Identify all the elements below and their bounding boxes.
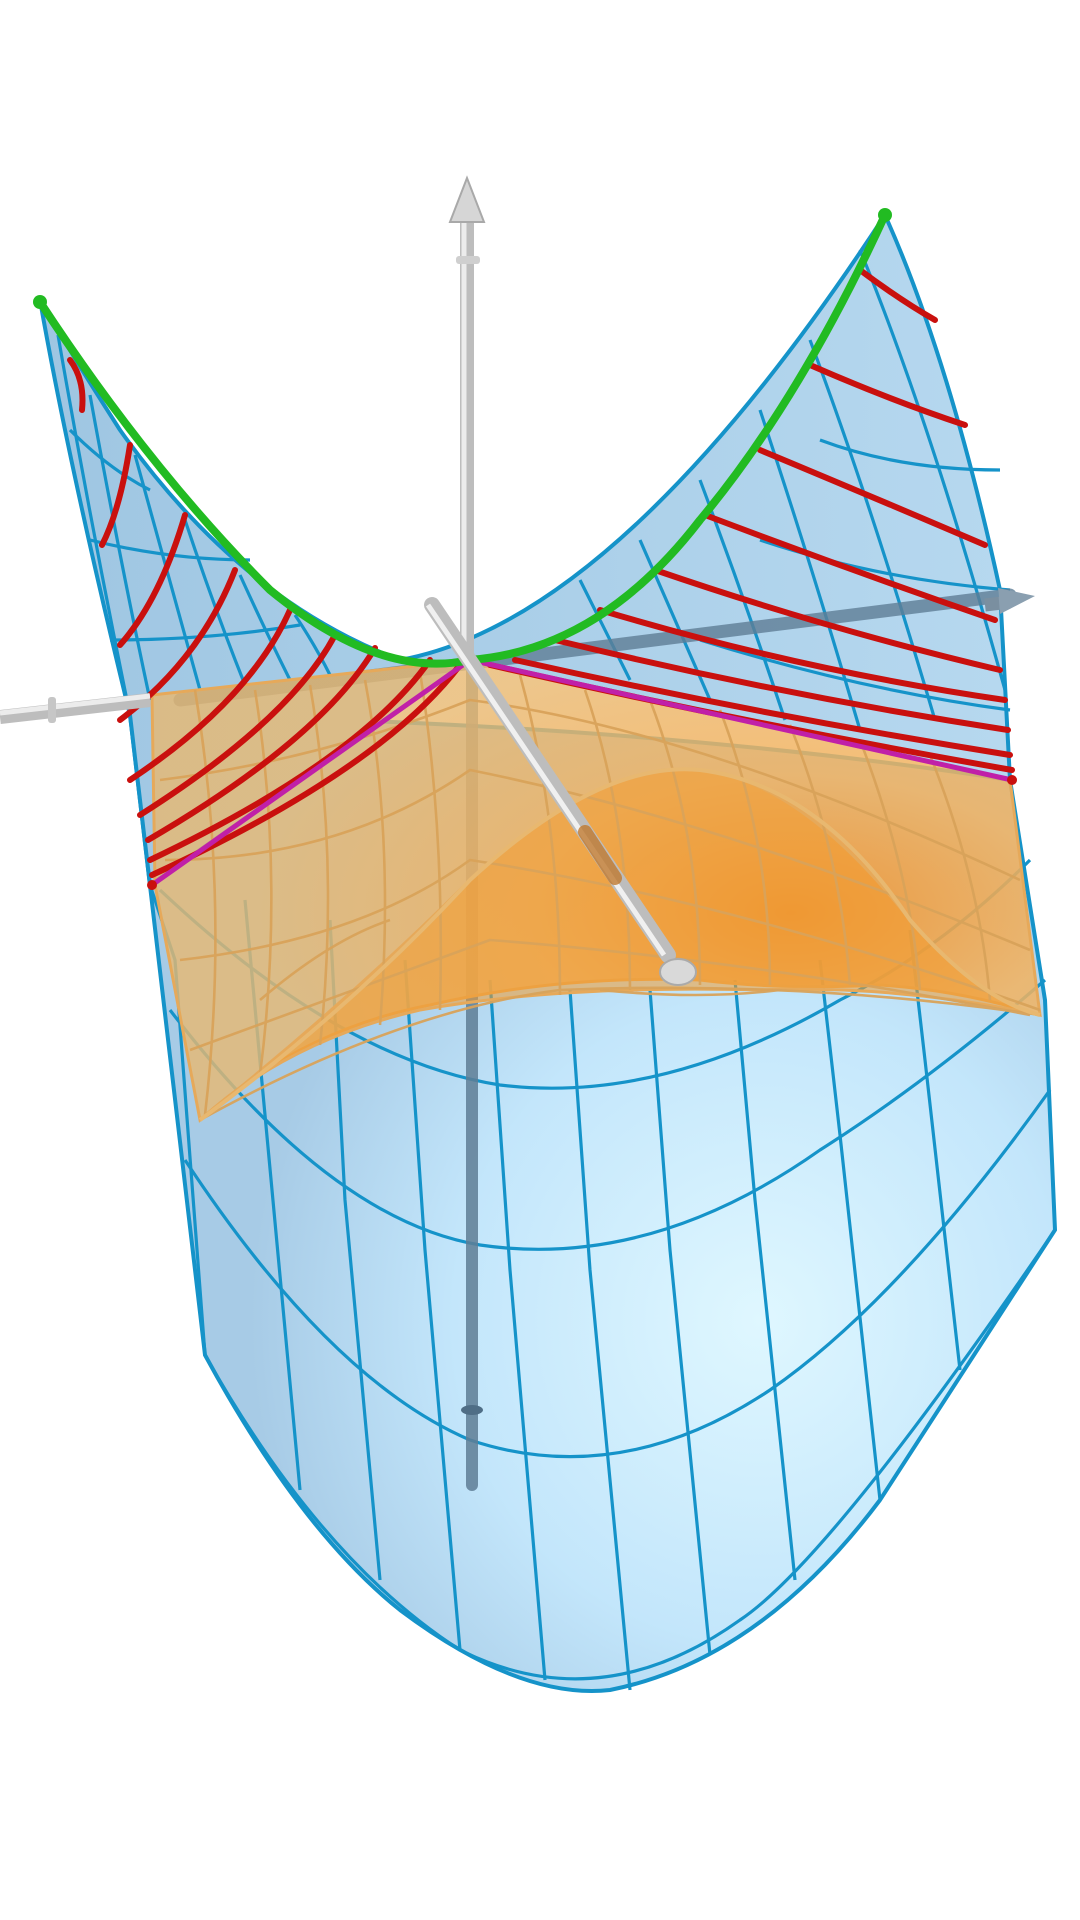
z-axis-arrowhead bbox=[448, 175, 486, 223]
magenta-edge-lines bbox=[149, 657, 1015, 888]
y-axis-arrowhead bbox=[659, 958, 697, 986]
saddle-mesh bbox=[56, 249, 1057, 1691]
x-axis bbox=[0, 693, 151, 724]
y-axis bbox=[424, 597, 676, 963]
x-axis-arrowhead bbox=[998, 588, 1035, 614]
edge-endpoints bbox=[147, 775, 1017, 890]
monkey-saddle-mesh bbox=[159, 671, 1041, 1122]
monkey-saddle-edge bbox=[198, 767, 1041, 1122]
green-parabola-end bbox=[878, 208, 892, 222]
coordinate-axes bbox=[0, 175, 1035, 986]
green-parabola-start bbox=[33, 295, 47, 309]
